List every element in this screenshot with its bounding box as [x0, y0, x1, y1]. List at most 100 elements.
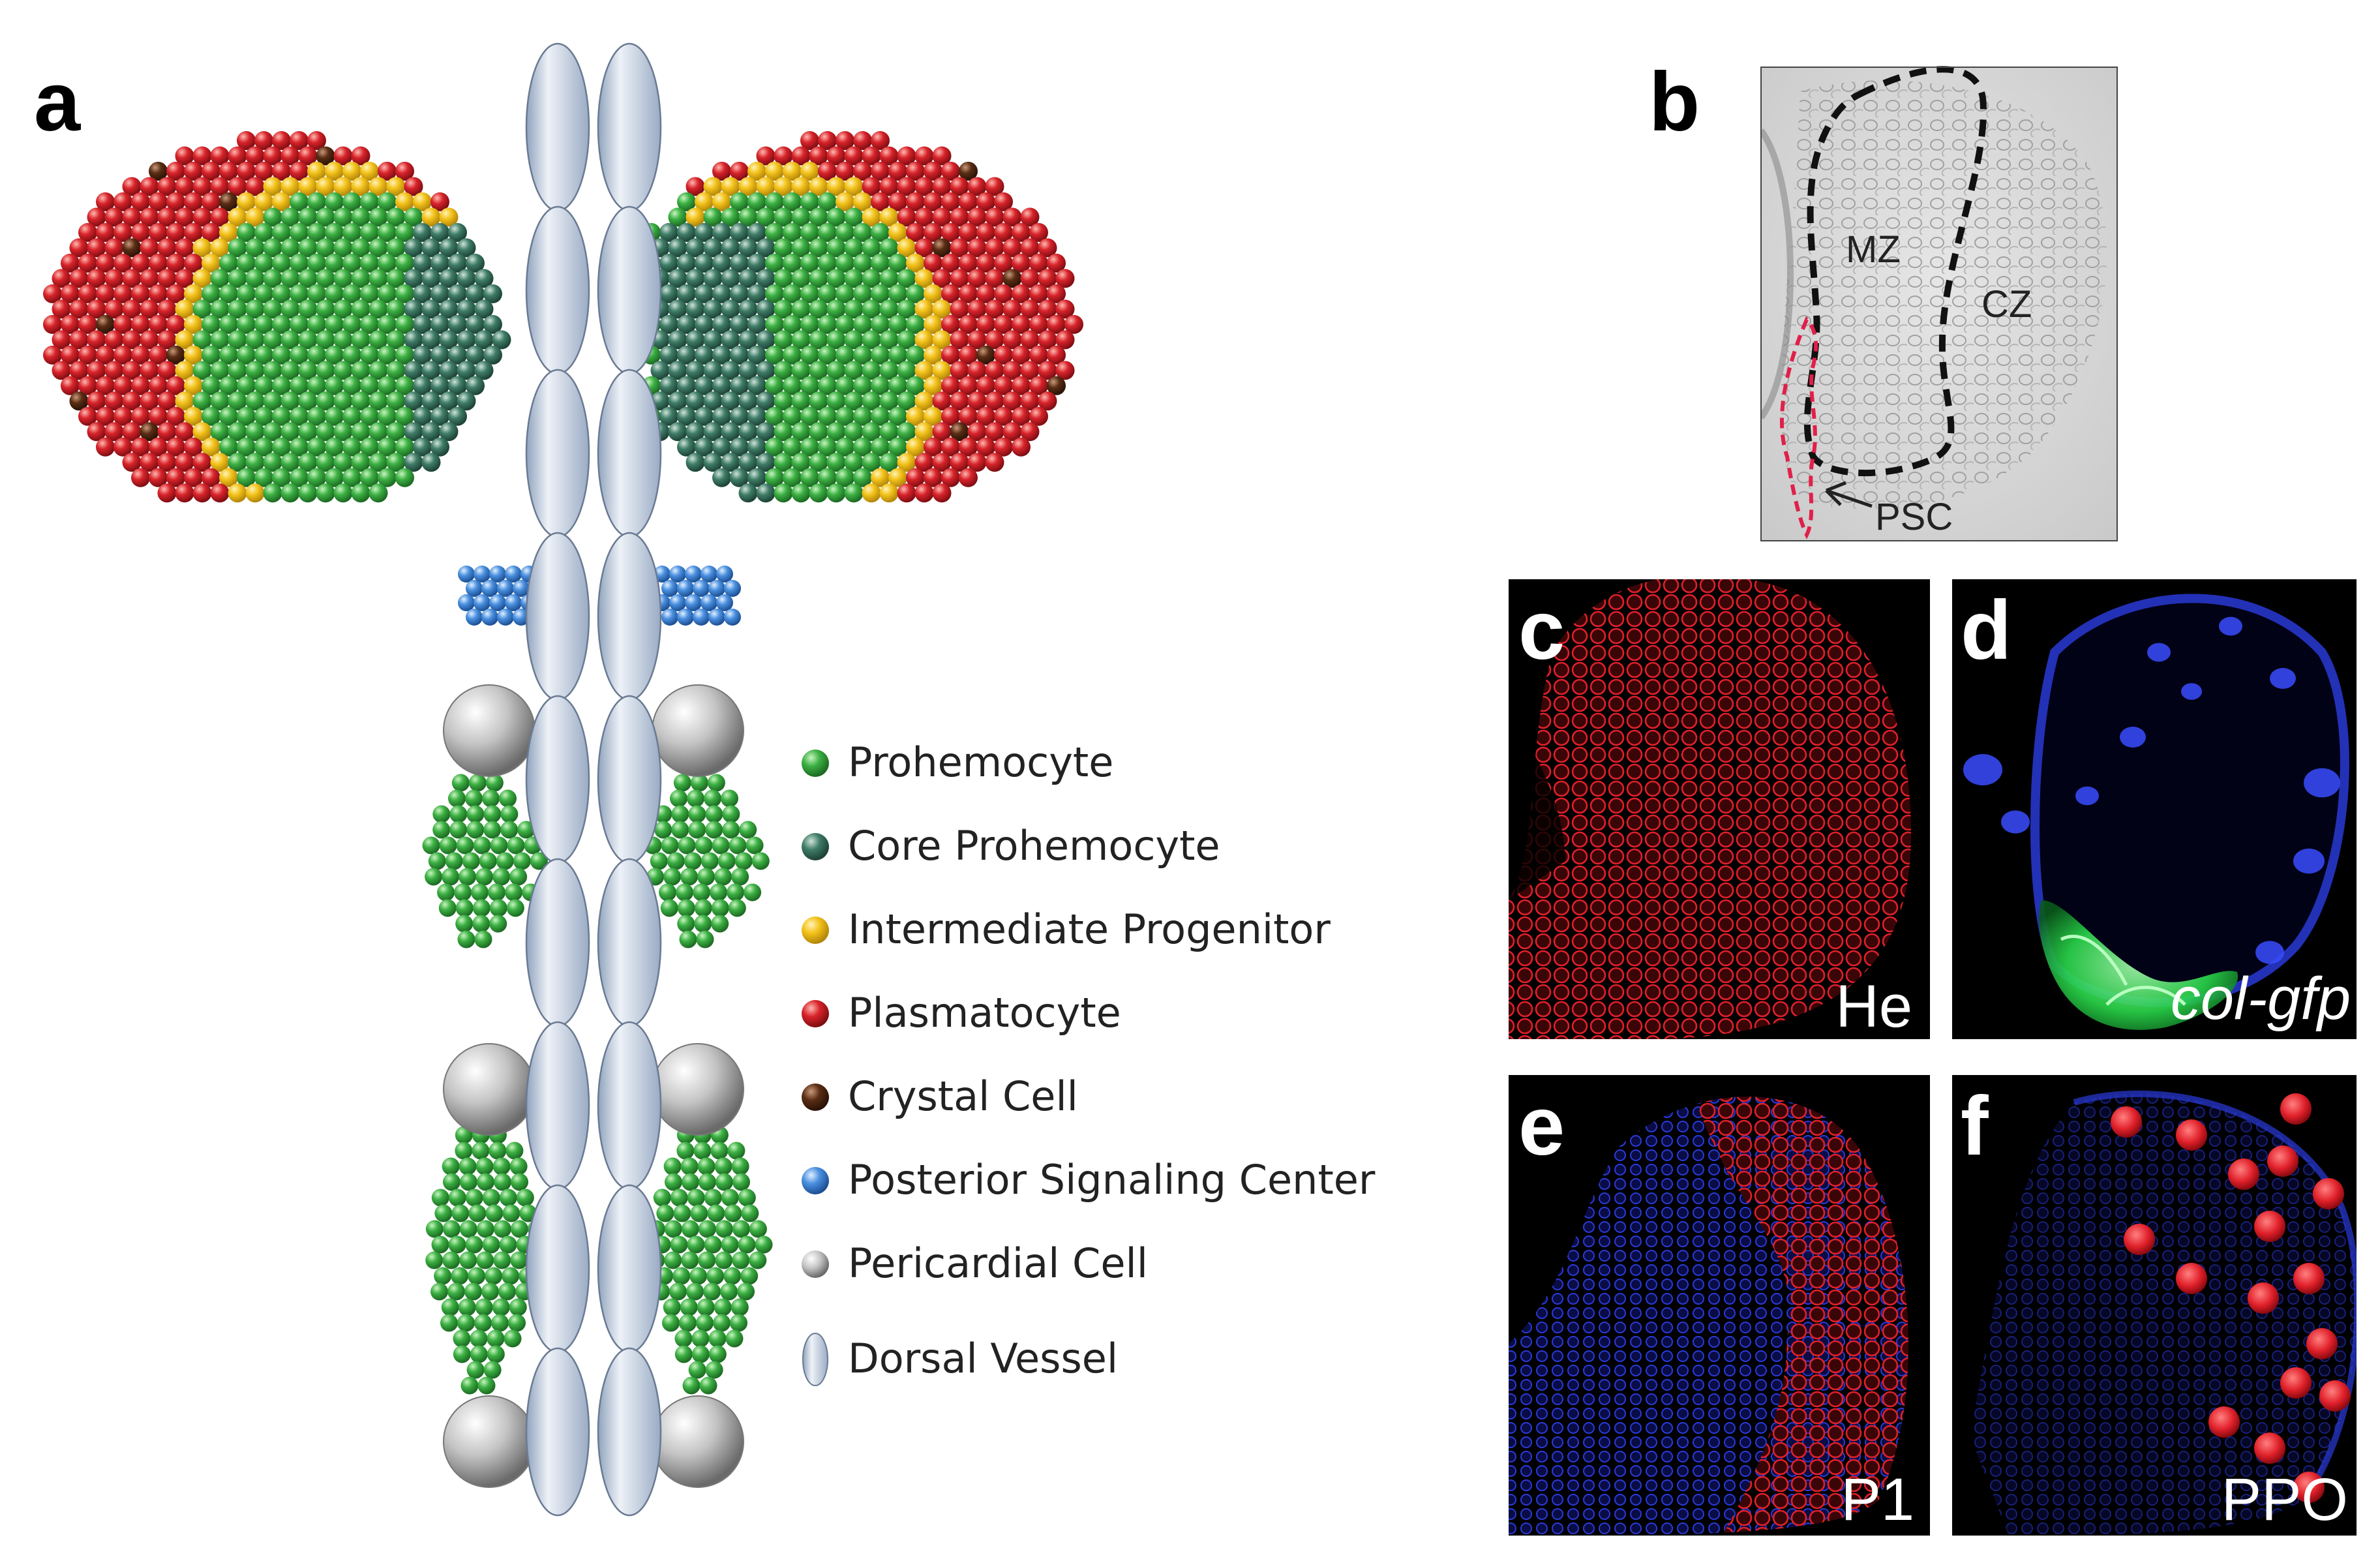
- prohemocyte-cell: [836, 406, 854, 426]
- plasmatocyte-cell: [307, 130, 326, 150]
- prohemocyte-cell: [360, 284, 379, 303]
- prohemocyte-cell: [430, 1282, 449, 1301]
- prohemocyte-cell: [727, 883, 745, 902]
- prohemocyte-cell: [661, 836, 679, 855]
- prohemocyte-cell: [378, 345, 397, 365]
- prohemocyte-cell: [307, 253, 326, 273]
- core-cell: [721, 361, 740, 380]
- crystal-cell: [122, 238, 142, 258]
- core-cell: [668, 361, 687, 380]
- prohemocyte-cell: [245, 269, 265, 288]
- core-cell: [695, 284, 714, 303]
- core-cell: [695, 345, 714, 365]
- core-cell: [430, 345, 449, 365]
- prohemocyte-cell: [210, 269, 230, 288]
- plasmatocyte-cell: [333, 146, 353, 166]
- prohemocyte-cell: [360, 468, 379, 487]
- prohemocyte-cell: [263, 453, 282, 472]
- core-cell: [404, 269, 423, 288]
- plasmatocyte-cell: [976, 192, 995, 211]
- prohemocyte-cell: [451, 1204, 470, 1222]
- plasmatocyte-cell: [1012, 222, 1031, 242]
- plasmatocyte-cell: [924, 192, 942, 211]
- intermediate-cell: [219, 222, 238, 242]
- prohemocyte-cell: [485, 774, 504, 792]
- prohemocyte-cell: [307, 376, 326, 395]
- psc-cell: [677, 580, 694, 597]
- panel-letter-c: c: [1518, 584, 1565, 677]
- prohemocyte-cell: [677, 192, 696, 211]
- plasmatocyte-cell: [862, 177, 881, 196]
- prohemocyte-cell: [466, 821, 485, 839]
- prohemocyte-cell: [714, 1298, 732, 1316]
- prohemocyte-cell: [425, 1251, 444, 1269]
- prohemocyte-cell: [487, 1329, 505, 1348]
- plasmatocyte-cell: [140, 330, 159, 350]
- legend-label-pericardial: Pericardial Cell: [848, 1239, 1148, 1287]
- prohemocyte-cell: [654, 821, 672, 839]
- prohemocyte-cell: [280, 238, 300, 258]
- legend-label-psc: Posterior Signaling Center: [848, 1156, 1376, 1204]
- prohemocyte-cell: [510, 1220, 528, 1238]
- plasmatocyte-cell: [897, 207, 916, 227]
- core-cell: [466, 376, 485, 395]
- prohemocyte-cell: [746, 836, 764, 855]
- plasmatocyte-cell: [122, 361, 142, 380]
- psc-cell: [685, 594, 702, 611]
- core-cell: [474, 269, 494, 288]
- core-cell: [756, 422, 776, 442]
- dorsal-vessel-segment: [597, 532, 662, 701]
- core-cell: [721, 269, 740, 288]
- prohemocyte-cell: [818, 253, 837, 273]
- plasmatocyte-cell: [113, 376, 132, 395]
- prohemocyte-cell: [351, 483, 370, 503]
- intermediate-cell: [175, 330, 194, 350]
- prohemocyte-cell: [333, 391, 353, 411]
- prohemocyte-cell: [673, 774, 691, 792]
- plasmatocyte-cell: [994, 406, 1013, 426]
- panel-letter-a: a: [34, 55, 81, 149]
- dorsal-vessel-segment: [597, 1021, 662, 1190]
- prohemocyte-cell: [696, 930, 714, 948]
- prohemocyte-cell: [386, 422, 406, 442]
- prohemocyte-cell: [734, 852, 753, 870]
- prohemocyte-cell: [800, 284, 819, 303]
- intermediate-cell: [342, 161, 361, 181]
- core-cell: [430, 406, 449, 426]
- prohemocyte-cell: [697, 868, 716, 886]
- prohemocyte-cell: [254, 376, 273, 395]
- prohemocyte-cell: [693, 883, 711, 902]
- prohemocyte-cell: [254, 253, 273, 273]
- legend-label-prohemocyte: Prohemocyte: [848, 738, 1113, 786]
- prohemocyte-cell: [351, 299, 370, 319]
- plasmatocyte-cell: [52, 269, 71, 288]
- dorsal-vessel-segment: [597, 205, 662, 375]
- prohemocyte-cell: [800, 345, 819, 365]
- psc-cell: [724, 580, 741, 597]
- plasmatocyte-cell: [809, 146, 828, 166]
- core-cell: [685, 299, 705, 319]
- intermediate-cell: [924, 284, 942, 303]
- plasmatocyte-cell: [166, 161, 185, 181]
- prohemocyte-cell: [202, 376, 220, 395]
- plasmatocyte-cell: [994, 284, 1013, 303]
- plasmatocyte-cell: [897, 177, 916, 196]
- plasmatocyte-cell: [959, 468, 978, 487]
- prohemocyte-cell: [836, 222, 854, 242]
- core-cell: [756, 391, 776, 411]
- prohemocyte-cell: [879, 391, 899, 411]
- plasmatocyte-cell: [219, 161, 238, 181]
- plasmatocyte-cell: [941, 345, 960, 365]
- crystal-cell: [1002, 269, 1022, 288]
- prohemocyte-cell: [192, 361, 212, 380]
- prohemocyte-cell: [472, 915, 490, 933]
- prohemocyte-cell: [844, 361, 864, 380]
- prohemocyte-cell: [316, 391, 335, 411]
- prohemocyte-cell: [360, 376, 379, 395]
- plasmatocyte-cell: [96, 253, 115, 273]
- plasmatocyte-cell: [756, 146, 776, 166]
- intermediate-cell: [914, 269, 934, 288]
- intermediate-cell: [879, 207, 899, 227]
- prohemocyte-cell: [740, 1267, 759, 1285]
- crystal-cell: [2248, 1282, 2279, 1314]
